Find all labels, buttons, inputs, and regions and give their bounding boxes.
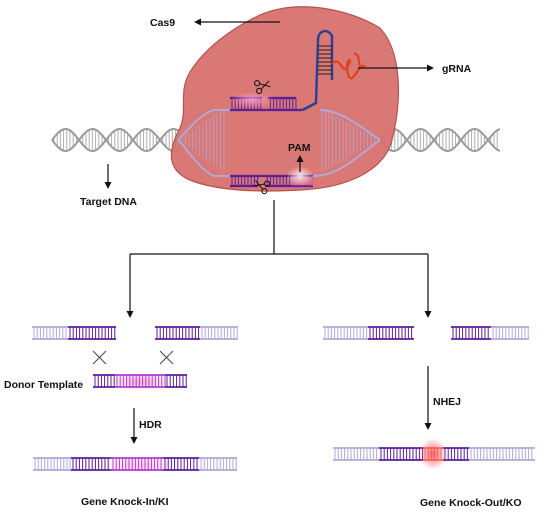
unwound-target-dna [177,109,381,177]
ki-cut-dna-right [155,326,238,340]
donor-template-dna [93,374,187,388]
scissors-icon-upper [254,80,271,94]
crossover-marks [92,350,174,365]
donor-template-label: Donor Template [4,379,83,391]
ki-cut-dna-left [32,326,116,340]
target-dna-helix-left [51,128,179,152]
cut-site-glow [230,92,274,108]
knock-out-label: Gene Knock-Out/KO [420,497,522,509]
pam-glow [286,166,314,186]
ko-cut-dna-right [451,326,529,340]
target-dna-helix-right [379,128,501,152]
ko-result-dna [333,447,535,461]
ko-cut-dna-left [323,326,414,340]
hdr-label: HDR [139,419,162,431]
ki-result-dna [33,457,237,471]
arrows [104,18,434,444]
knock-in-label: Gene Knock-In/KI [81,496,169,508]
scissors-icon-lower [253,180,271,195]
target-dna-label: Target DNA [80,196,137,208]
guide-rna [302,29,367,112]
indel-mutation-glow [419,438,447,470]
pam-label: PAM [288,142,311,154]
grna-label: gRNA [442,63,472,75]
nhej-label: NHEJ [433,396,461,408]
cas9-label: Cas9 [150,17,175,29]
